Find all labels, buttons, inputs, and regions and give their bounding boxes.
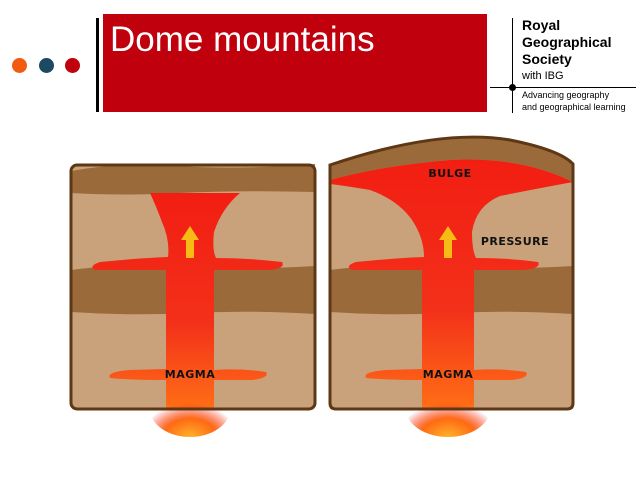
logo-tagline: Advancing geography and geographical lea… [522, 89, 626, 113]
right-up-arrow-icon [439, 226, 457, 258]
left-panel: MAGMA [69, 163, 317, 437]
bulge-label: BULGE [428, 167, 471, 180]
logo-name: Royal Geographical Society [522, 17, 611, 68]
slide-title: Dome mountains [110, 20, 375, 59]
left-up-arrow-icon [181, 226, 199, 258]
logo-with-suffix: IBG [544, 70, 564, 82]
logo-tagline-line: and geographical learning [522, 102, 626, 112]
navy-dot [39, 58, 54, 73]
left-magma-label: MAGMA [165, 368, 215, 381]
logo-horizontal-line [490, 87, 636, 88]
logo-with: with IBG [522, 70, 564, 82]
logo-name-line: Royal [522, 17, 561, 33]
right-magma-label: MAGMA [423, 368, 473, 381]
logo-dot [509, 84, 516, 91]
title-band [103, 14, 487, 112]
right-outline [328, 135, 575, 411]
left-outline [69, 163, 317, 411]
logo-vertical-line [512, 18, 513, 113]
right-panel: BULGE PRESSURE MAGMA [328, 135, 575, 437]
logo-name-line: Geographical [522, 34, 612, 50]
logo-with-prefix: with [522, 70, 542, 82]
logo-tagline-line: Advancing geography [522, 90, 610, 100]
logo-name-line: Society [522, 51, 572, 67]
pressure-label: PRESSURE [481, 235, 549, 248]
left-top-layer [71, 164, 315, 195]
title-divider [96, 18, 99, 112]
orange-dot [12, 58, 27, 73]
left-magma-body [92, 193, 283, 409]
red-dot [65, 58, 80, 73]
right-magma-body [330, 159, 573, 409]
